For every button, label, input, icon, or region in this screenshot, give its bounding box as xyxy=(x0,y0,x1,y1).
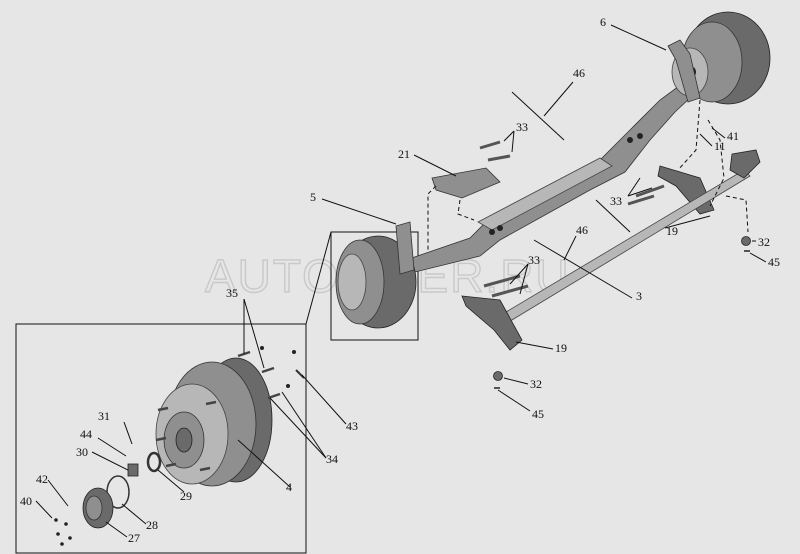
bolts-right xyxy=(627,184,665,206)
callout-33-center: 33 xyxy=(528,253,540,267)
callout-31: 31 xyxy=(98,409,110,423)
assembly-dash-lines xyxy=(427,99,749,252)
hub-studs xyxy=(155,400,217,472)
callout-33-top: 33 xyxy=(516,120,528,134)
callout-46-top: 46 xyxy=(573,66,585,80)
left-brake-drum xyxy=(335,221,417,329)
small-bolts-40-42 xyxy=(54,518,72,546)
nut-32-upper xyxy=(741,236,751,246)
spring-pad xyxy=(431,167,501,199)
callout-27: 27 xyxy=(128,531,140,545)
bolts-top xyxy=(479,140,511,162)
callout-19-left: 19 xyxy=(555,341,567,355)
tie-rod xyxy=(461,149,761,351)
callout-42: 42 xyxy=(36,472,48,486)
callout-21: 21 xyxy=(398,147,410,161)
callout-4: 4 xyxy=(286,480,292,494)
callout-3: 3 xyxy=(636,289,642,303)
brake-drum-4 xyxy=(155,357,273,487)
callout-35: 35 xyxy=(226,286,238,300)
hub-cap-27 xyxy=(82,487,114,529)
front-axle-beam xyxy=(399,77,706,273)
right-steering-knuckle xyxy=(667,39,701,103)
callout-32-left: 32 xyxy=(530,377,542,391)
stud-43 xyxy=(295,369,305,379)
leader-lines xyxy=(35,24,767,538)
callout-45-right: 45 xyxy=(768,255,780,269)
seal-29 xyxy=(146,451,162,473)
zoom-frame xyxy=(330,231,419,341)
callout-30: 30 xyxy=(76,445,88,459)
callout-40: 40 xyxy=(20,494,32,508)
callout-43: 43 xyxy=(346,419,358,433)
callout-19-right: 19 xyxy=(666,224,678,238)
callout-6: 6 xyxy=(600,15,606,29)
zoom-connector xyxy=(305,231,332,325)
nut-30 xyxy=(127,463,139,477)
callout-29: 29 xyxy=(180,489,192,503)
callout-45-left: 45 xyxy=(532,407,544,421)
nut-32-lower xyxy=(493,371,503,381)
callout-34: 34 xyxy=(326,452,338,466)
callout-5: 5 xyxy=(310,190,316,204)
callout-28: 28 xyxy=(146,518,158,532)
callout-44: 44 xyxy=(80,427,92,441)
wheel-bolts-35 xyxy=(237,346,296,400)
callout-11: 11 xyxy=(714,139,726,153)
callout-41: 41 xyxy=(727,129,739,143)
callout-32-right: 32 xyxy=(758,235,770,249)
callout-46-mid: 46 xyxy=(576,223,588,237)
detail-inset-frame xyxy=(15,323,307,554)
callout-33-right: 33 xyxy=(610,194,622,208)
callout-labels: 6 46 33 21 41 11 5 33 46 19 32 33 45 3 3… xyxy=(20,15,780,545)
